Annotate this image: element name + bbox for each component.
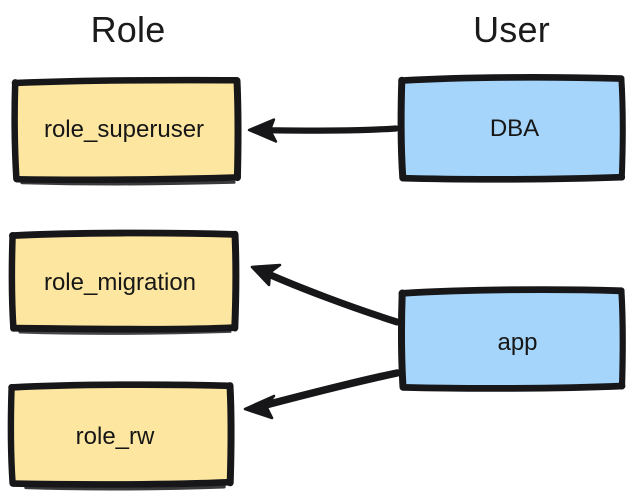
edge-dba-to-role-superuser bbox=[247, 118, 400, 143]
node-app[interactable]: app bbox=[397, 286, 626, 392]
node-role-rw[interactable]: role_rw bbox=[7, 381, 235, 491]
node-dba[interactable]: DBA bbox=[397, 74, 626, 183]
edge-app-to-role-migration bbox=[250, 263, 401, 326]
node-role-migration-label: role_migration bbox=[43, 269, 197, 296]
node-dba-label: DBA bbox=[489, 115, 540, 142]
node-role-migration[interactable]: role_migration bbox=[8, 229, 240, 335]
node-app-label: app bbox=[497, 329, 538, 356]
column-heading-role: Role bbox=[90, 9, 166, 50]
node-role-rw-label: role_rw bbox=[75, 423, 155, 450]
column-heading-user: User bbox=[473, 9, 550, 50]
node-role-superuser[interactable]: role_superuser bbox=[11, 76, 242, 186]
edge-app-to-role-rw bbox=[243, 369, 401, 420]
node-role-superuser-label: role_superuser bbox=[43, 116, 205, 143]
